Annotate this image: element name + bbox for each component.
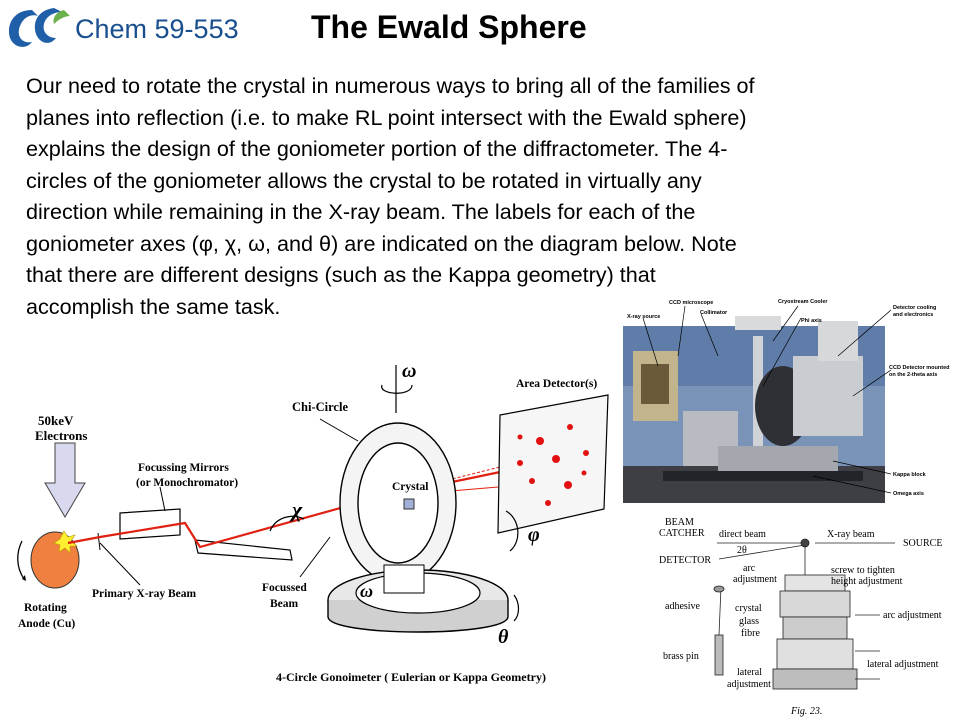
- paragraph-line: planes into reflection (i.e. to make RL …: [26, 104, 747, 130]
- mirrors-label: Focussing Mirrors: [138, 462, 229, 474]
- figure-label: Fig. 23.: [790, 706, 822, 717]
- paragraph-line: goniometer axes (φ, χ, ω, and θ) are ind…: [26, 230, 737, 256]
- crystal-label: crystal: [735, 603, 762, 614]
- screw-label: screw to tighten: [831, 565, 895, 576]
- photo-label-detector-cooling: Detector cooling: [893, 305, 936, 311]
- diffractometer-photo: CCD microscope Cryostream Cooler X-ray s…: [623, 296, 960, 503]
- goniometer-diagram: 50keV Electrons Rotating Anode (Cu) Focu…: [17, 360, 609, 684]
- omega-symbol: ω: [360, 581, 373, 601]
- paragraph-line: Our need to rotate the crystal in numero…: [26, 73, 755, 98]
- fibre-label: fibre: [741, 628, 760, 639]
- theta-symbol: θ: [498, 626, 509, 648]
- focussed-beam-label-2: Beam: [270, 598, 299, 610]
- paragraph-line: accomplish the same task.: [26, 293, 281, 319]
- lateral-adjustment-right-label: lateral adjustment: [867, 659, 939, 670]
- paragraph-line: direction while remaining in the X-ray b…: [26, 199, 696, 224]
- paragraph-line: that there are different designs (such a…: [26, 262, 656, 287]
- photo-label-ccd-detector-2: on the 2-theta axis: [889, 372, 937, 378]
- anode-label-2: Anode (Cu): [18, 618, 75, 630]
- body-paragraph: Our need to rotate the crystal in numero…: [26, 70, 938, 322]
- arc-label: arc: [743, 563, 756, 574]
- photo-label-collimator: Collimator: [700, 310, 728, 316]
- paragraph-line: explains the design of the goniometer po…: [26, 136, 728, 161]
- brass-pin-label: brass pin: [663, 651, 699, 662]
- adhesive-label: adhesive: [665, 601, 701, 612]
- photo-label-xray-source: X-ray source: [627, 314, 660, 320]
- photo-label-cryostream: Cryostream Cooler: [778, 299, 828, 305]
- chi-circle-label: Chi-Circle: [292, 400, 348, 414]
- mirrors-label-2: (or Monochromator): [136, 477, 238, 489]
- electrons-label-2: Electrons: [35, 428, 87, 443]
- omega-top-symbol: ω: [402, 360, 416, 382]
- beam-catcher-label: BEAM: [665, 517, 694, 528]
- focussed-beam-label: Focussed: [262, 582, 307, 594]
- arc-adjustment-label: adjustment: [733, 574, 777, 585]
- lateral-label: lateral: [737, 667, 762, 678]
- university-logo: [8, 8, 70, 47]
- photo-label-phi-axis: Phi axis: [801, 318, 822, 324]
- crystal-mount-diagram: BEAM CATCHER direct beam 2θ X-ray beam S…: [655, 515, 960, 720]
- crystal-label: Crystal: [392, 481, 428, 493]
- photo-label-omega-axis: Omega axis: [893, 491, 924, 497]
- photo-label-detector-cooling-2: and electronics: [893, 312, 933, 318]
- screw-label-2: height adjustment: [831, 576, 903, 587]
- two-theta-label: 2θ: [737, 545, 747, 556]
- beam-catcher-label-2: CATCHER: [659, 528, 705, 539]
- phi-symbol: φ: [528, 524, 540, 546]
- source-label: SOURCE: [903, 538, 942, 549]
- lateral-adjustment-label: adjustment: [727, 679, 771, 690]
- photo-label-ccd-detector: CCD Detector mounted: [889, 365, 950, 371]
- goniometer-caption: 4-Circle Gonoimeter ( Eulerian or Kappa …: [276, 670, 546, 684]
- area-detector-label: Area Detector(s): [516, 378, 597, 390]
- arc-adjustment-right-label: arc adjustment: [883, 610, 942, 621]
- paragraph-line: circles of the goniometer allows the cry…: [26, 167, 702, 193]
- anode-label: Rotating: [24, 602, 67, 614]
- course-code: Chem 59-553: [75, 14, 239, 44]
- detector-label: DETECTOR: [659, 555, 711, 566]
- glass-label: glass: [739, 616, 759, 627]
- xray-beam-label: X-ray beam: [827, 529, 875, 540]
- photo-label-ccd-microscope: CCD microscope: [669, 300, 713, 306]
- direct-beam-label: direct beam: [719, 529, 766, 540]
- photo-label-kappa-block: Kappa block: [893, 472, 927, 478]
- primary-beam-label: Primary X-ray Beam: [92, 588, 197, 600]
- page-title: The Ewald Sphere: [311, 9, 587, 45]
- electrons-label: 50keV: [38, 413, 74, 428]
